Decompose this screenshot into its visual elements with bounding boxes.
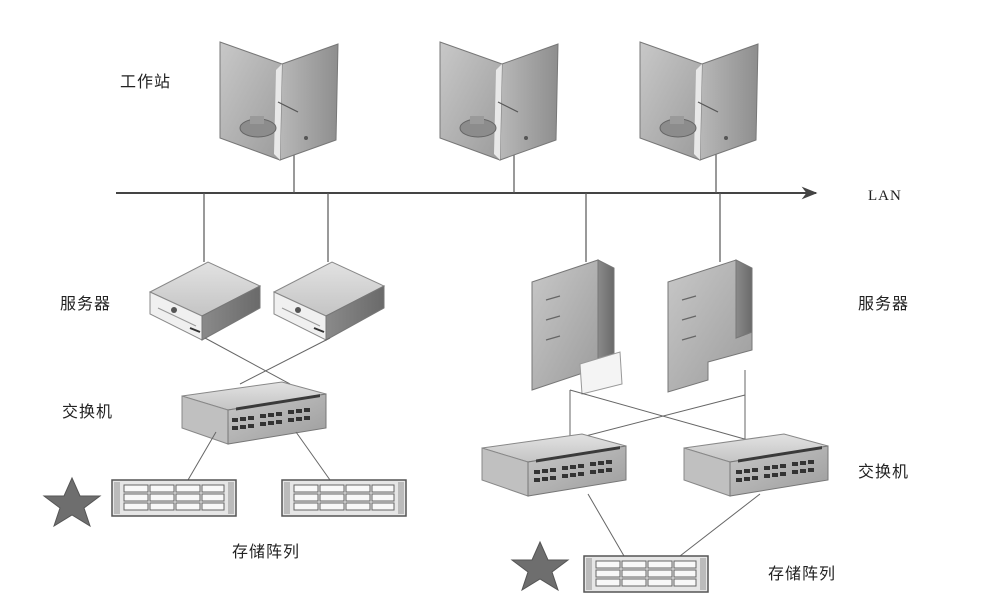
star-icon bbox=[510, 540, 570, 592]
lan-label: LAN bbox=[868, 188, 902, 204]
workstation-label: 工作站 bbox=[120, 72, 172, 91]
switch-right-2 bbox=[683, 433, 829, 497]
right-switch-storage-links bbox=[587, 493, 761, 557]
workstation-2 bbox=[439, 41, 559, 161]
storage-left-2 bbox=[281, 479, 407, 517]
server-links bbox=[203, 193, 721, 262]
switch-right-ports bbox=[534, 460, 814, 482]
server-left-1 bbox=[149, 261, 261, 341]
server-right-1 bbox=[531, 259, 623, 395]
switch-label-right: 交换机 bbox=[858, 462, 910, 481]
storage-right bbox=[583, 555, 709, 593]
right-server-switch-links bbox=[569, 370, 749, 441]
star-icon bbox=[42, 476, 102, 528]
workstation-links bbox=[293, 150, 717, 193]
storage-left-1 bbox=[111, 479, 237, 517]
left-server-switch-links bbox=[204, 337, 331, 385]
storage-label-right: 存储阵列 bbox=[768, 564, 837, 583]
storage-label-left: 存储阵列 bbox=[232, 542, 301, 561]
workstation-1 bbox=[219, 41, 339, 161]
server-label-right: 服务器 bbox=[858, 294, 910, 313]
server-left-2 bbox=[273, 261, 385, 341]
server-right-2 bbox=[667, 259, 753, 393]
switch-label-left: 交换机 bbox=[62, 402, 114, 421]
switch-left bbox=[181, 381, 327, 445]
server-label-left: 服务器 bbox=[60, 294, 112, 313]
left-switch-storage-links bbox=[187, 431, 331, 481]
workstation-3 bbox=[639, 41, 759, 161]
switch-left-ports bbox=[232, 408, 310, 430]
switch-right-1 bbox=[481, 433, 627, 497]
